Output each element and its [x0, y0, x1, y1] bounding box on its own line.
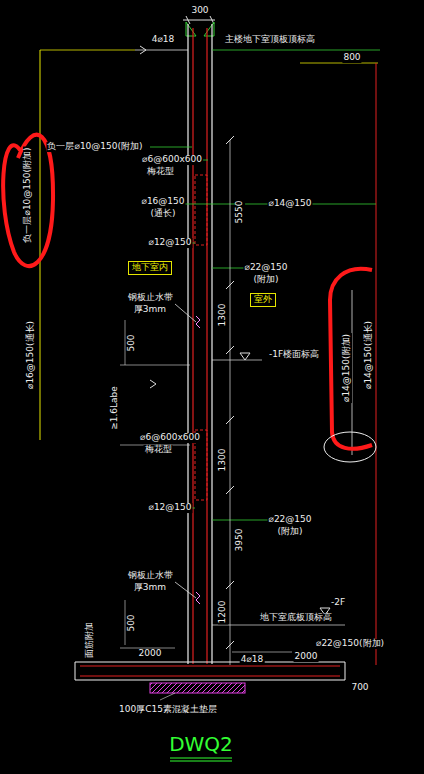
drawing-label: 800: [342, 53, 361, 63]
drawing-label: 1300: [218, 448, 228, 473]
zone-box: 室外: [250, 293, 276, 307]
drawing-label: -1F楼面标高: [268, 350, 320, 360]
drawing-label: 1300: [218, 303, 228, 328]
drawing-label: 钢板止水带: [127, 293, 174, 303]
drawing-label: 负一层⌀10@150(附加): [46, 142, 143, 152]
drawing-label: ⌀12@150: [147, 503, 192, 513]
drawing-label: -2F: [330, 598, 346, 608]
drawing-label: 2000: [138, 649, 163, 659]
zone-text: 室外: [254, 295, 272, 305]
drawing-label: 4⌀18: [240, 655, 265, 665]
drawing-label: ⌀22@150: [243, 263, 288, 273]
drawing-label: 500: [127, 613, 137, 632]
drawing-label: (附加): [276, 527, 303, 537]
drawing-label: 5550: [235, 200, 245, 225]
drawing-label: ⌀14@150: [267, 199, 312, 209]
drawing-label: ⌀14@150(通长): [364, 320, 374, 390]
zone-box: 地下室内: [128, 261, 172, 275]
zone-text: 地下室内: [132, 263, 168, 273]
drawing-label: 钢板止水带: [127, 571, 174, 581]
drawing-label: (通长): [149, 209, 176, 219]
drawing-label: ⌀22@150(附加): [315, 639, 385, 649]
drawing-label: 300: [190, 6, 209, 16]
drawing-label: 负一层⌀10@150(附加): [23, 146, 33, 243]
drawing-title: DWQ2: [169, 733, 233, 755]
drawing-label: ⌀16@150: [140, 197, 185, 207]
drawing-label: 3950: [235, 528, 245, 553]
drawing-label: ⌀6@600x600: [141, 155, 203, 165]
drawing-label: 4⌀18: [151, 35, 176, 45]
drawing-label: ⌀14@150(附加): [342, 333, 352, 403]
drawing-label: ⌀16@150(通长): [26, 320, 36, 390]
drawing-label: 厚3mm: [133, 583, 167, 593]
drawing-label: 100厚C15素混凝土垫层: [118, 705, 218, 715]
drawing-label: ⌀6@600x600: [139, 433, 201, 443]
drawing-label: ⌀12@150: [147, 238, 192, 248]
drawing-label: (附加): [252, 275, 279, 285]
drawing-label: ⌀22@150: [267, 515, 312, 525]
drawing-label: 500: [127, 333, 137, 352]
drawing-label: 主楼地下室顶板顶标高: [224, 35, 316, 45]
drawing-label: 地下室底板顶标高: [259, 613, 333, 623]
drawing-label: 2000: [294, 652, 319, 662]
drawing-label: ≥1.6Labe: [110, 385, 120, 431]
drawing-label: 梅花型: [144, 445, 173, 455]
drawing-label: 1200: [218, 600, 228, 625]
drawing-label: 700: [350, 683, 369, 693]
drawing-label: 厚3mm: [133, 305, 167, 315]
drawing-label: 面筋附加: [85, 621, 95, 659]
drawing-label: 梅花型: [146, 167, 175, 177]
